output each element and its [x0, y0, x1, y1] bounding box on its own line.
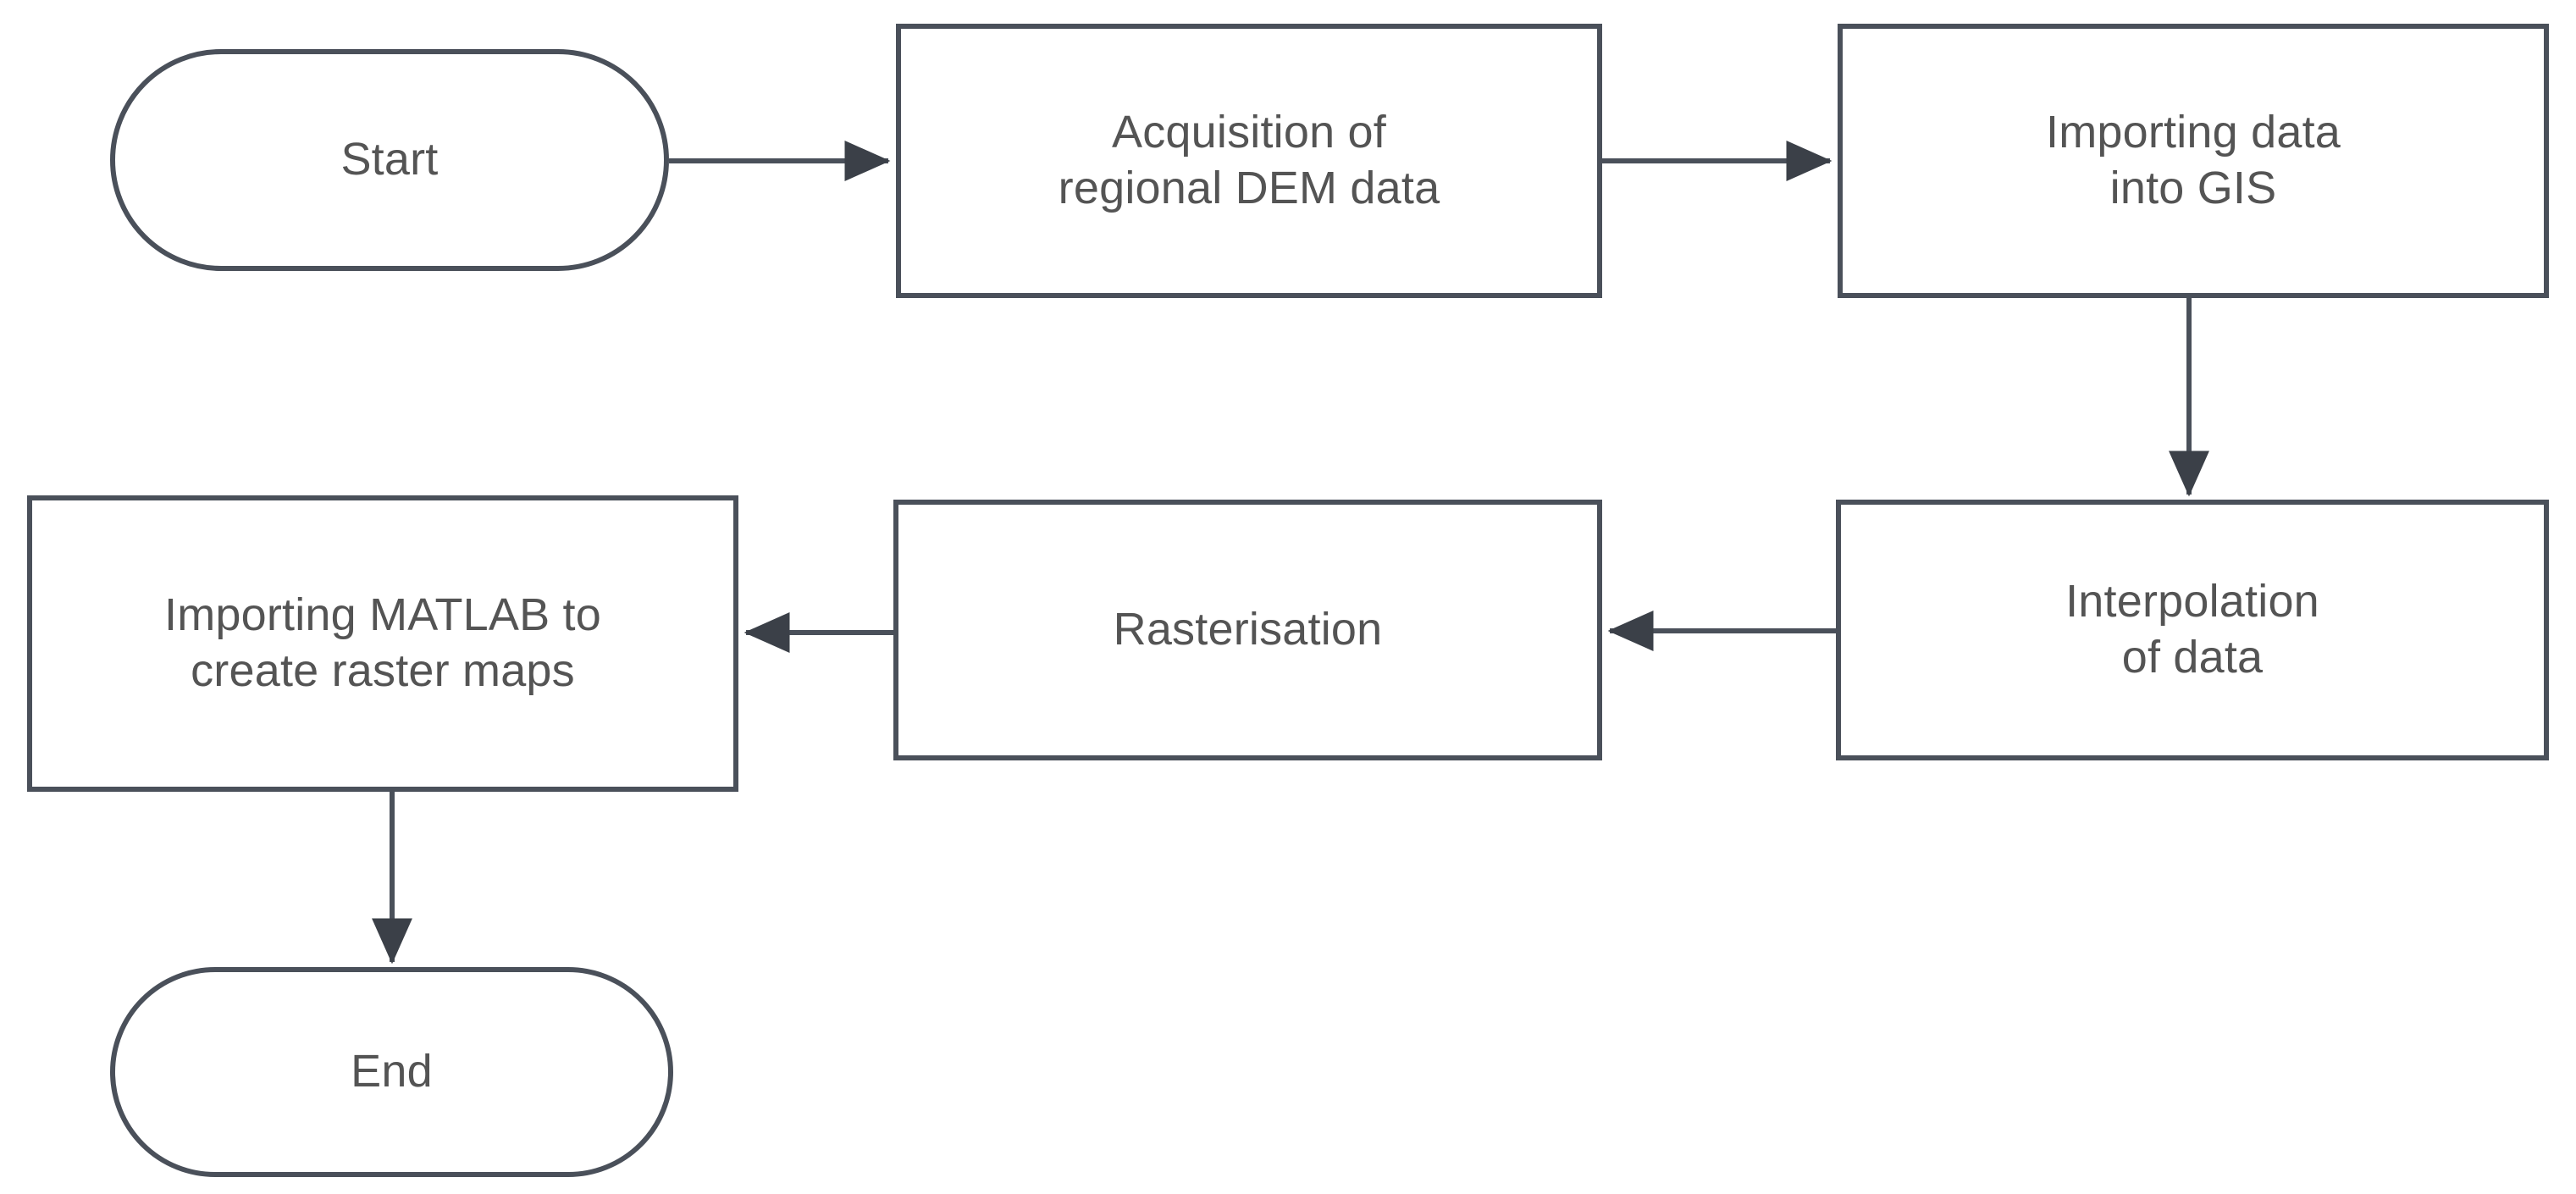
node-matlab-shape[interactable]: [27, 495, 738, 792]
node-interpolation-shape[interactable]: [1836, 500, 2549, 760]
node-start-shape[interactable]: [110, 49, 669, 271]
node-acquisition-shape[interactable]: [896, 24, 1602, 298]
node-end-shape[interactable]: [110, 967, 673, 1177]
node-import-gis-shape[interactable]: [1838, 24, 2549, 298]
node-rasterisation-shape[interactable]: [893, 500, 1602, 760]
